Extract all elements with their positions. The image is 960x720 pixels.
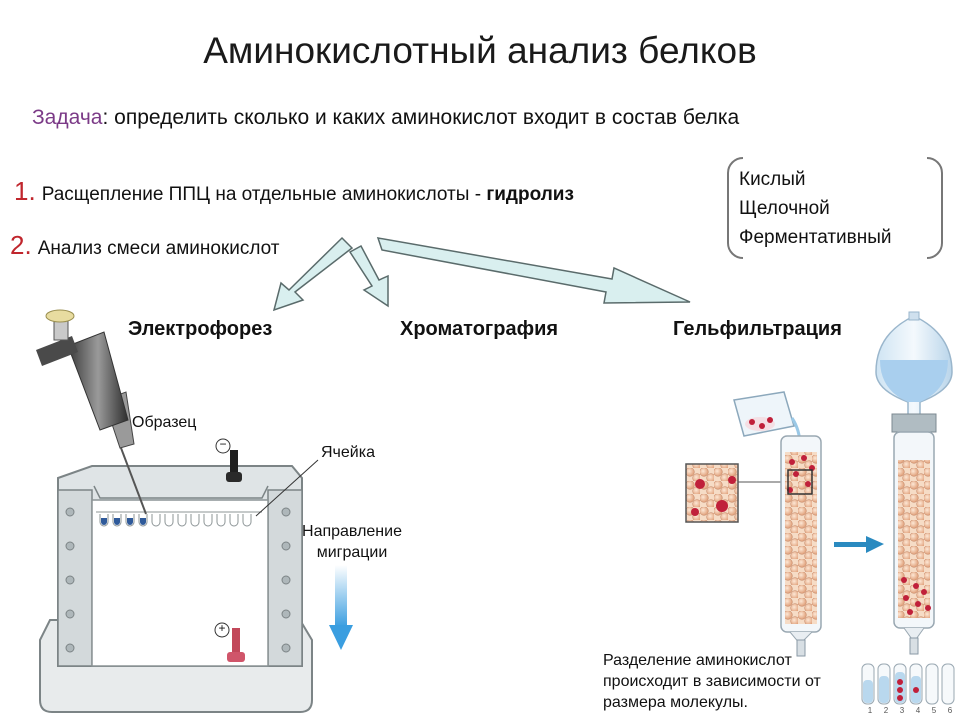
hydrolysis-types: Кислый Щелочной Ферментативный: [739, 165, 892, 252]
electrophoresis-apparatus: [36, 309, 319, 713]
arrow-to-gel-filtration: [376, 237, 691, 304]
tube-number-6: 6: [947, 706, 953, 715]
step-1: 1.Расщепление ППЦ на отдельные аминокисл…: [14, 176, 574, 207]
well-label: Ячейка: [321, 444, 375, 461]
tube-number-1: 1: [867, 706, 873, 715]
gel-filtration-caption: Разделение аминокислот происходит в зави…: [603, 650, 821, 713]
minus-electrode-icon: [215, 438, 242, 482]
sample-label: Образец: [132, 414, 197, 431]
direction-label-line-1: Направление: [302, 523, 402, 540]
step-2-number: 2.: [10, 230, 32, 260]
tube-number-2: 2: [883, 706, 889, 715]
funnel-icon: [875, 311, 953, 421]
step-1-text: Расщепление ППЦ на отдельные аминокислот…: [41, 184, 487, 205]
direction-label-line-2: миграции: [316, 544, 388, 561]
hydrolysis-type-acid: Кислый: [739, 169, 806, 190]
collection-tubes: [861, 663, 955, 705]
step-2: 2.Анализ смеси аминокислот: [10, 230, 280, 261]
caption-line-2: происходит в зависимости от: [603, 673, 821, 690]
step-1-bold: гидролиз: [486, 184, 574, 205]
plus-electrode-icon: [214, 622, 245, 662]
task-label: Задача: [32, 106, 103, 129]
tube-number-3: 3: [899, 706, 905, 715]
method-gel-filtration: Гельфильтрация: [673, 318, 842, 340]
plus-sign: +: [218, 621, 226, 635]
arrow-to-chromatography: [348, 244, 389, 308]
hydrolysis-brace: [727, 156, 943, 260]
step-1-number: 1.: [14, 176, 36, 206]
arrow-to-electrophoresis: [272, 236, 354, 312]
migration-direction-arrow: [329, 565, 353, 650]
method-chromatography: Хроматография: [400, 318, 559, 340]
task-line: Задача: определить сколько и каких амино…: [32, 106, 739, 130]
tube-number-5: 5: [931, 706, 937, 715]
beaker-icon: [733, 391, 802, 447]
caption-line-3: размера молекулы.: [603, 694, 748, 711]
minus-sign: −: [219, 437, 227, 451]
page-title: Аминокислотный анализ белков: [203, 30, 757, 71]
direction-label: Направление миграции: [293, 521, 411, 563]
method-electrophoresis: Электрофорез: [128, 318, 273, 340]
hydrolysis-type-enzymatic: Ферментативный: [739, 227, 892, 248]
tube-numbers: 1 2 3 4 5 6: [862, 706, 958, 715]
step-2-text: Анализ смеси аминокислот: [37, 238, 280, 259]
pipette-icon: [36, 309, 147, 515]
caption-line-1: Разделение аминокислот: [603, 652, 792, 669]
gel-filtration-apparatus: [685, 311, 955, 705]
tube-number-4: 4: [915, 706, 921, 715]
task-text: : определить сколько и каких аминокислот…: [102, 106, 740, 129]
hydrolysis-type-alkaline: Щелочной: [739, 198, 830, 219]
